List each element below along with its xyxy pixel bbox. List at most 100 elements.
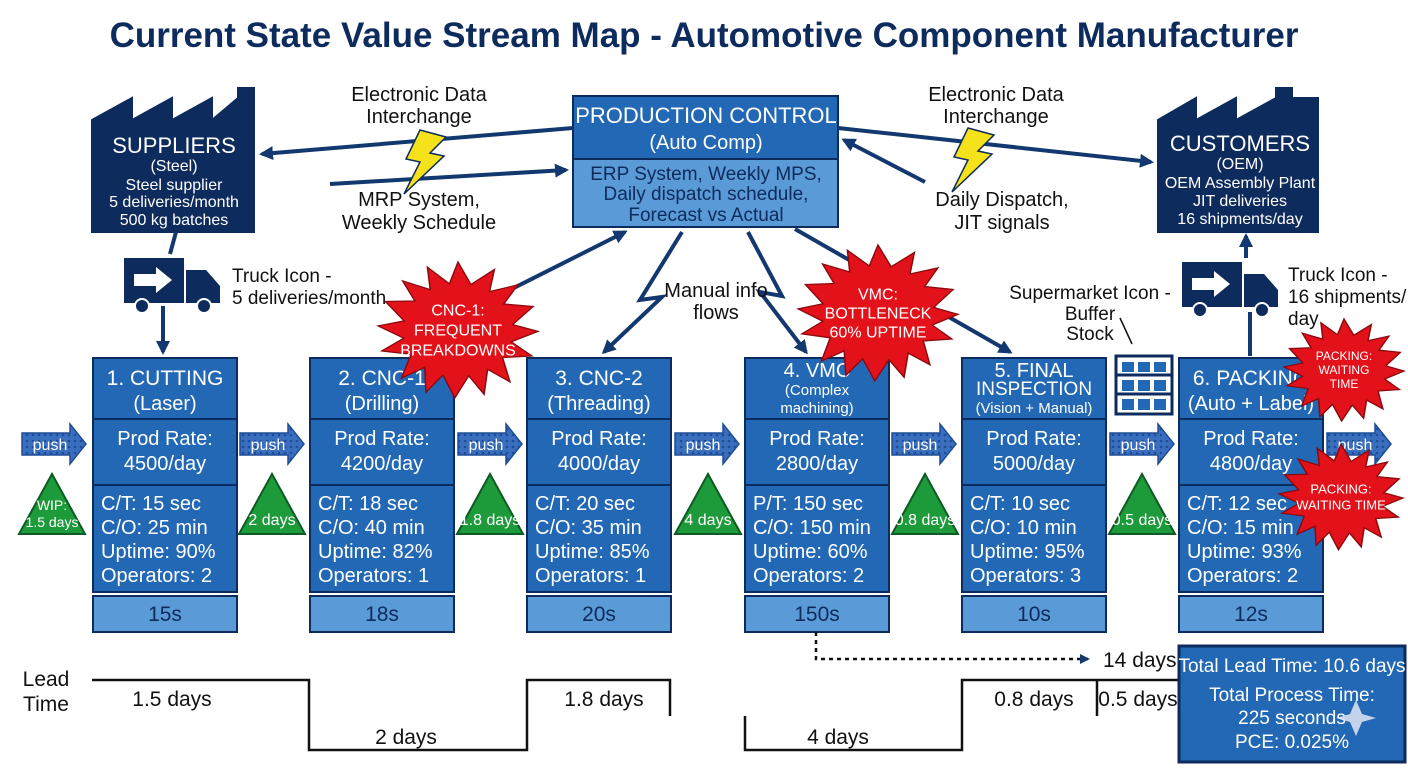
pce-value: PCE: 0.025% [1235, 732, 1349, 753]
timeline-wait: 1.8 days [564, 688, 643, 711]
process-box: 6. PACKING(Auto + Label)Prod Rate:4800/d… [1178, 357, 1324, 633]
suppliers-factory: SUPPLIERS (Steel) Steel supplier 5 deliv… [91, 87, 255, 233]
process-stat: C/O: 40 min [318, 517, 425, 539]
customers-factory: CUSTOMERS (OEM) OEM Assembly Plant JIT d… [1157, 87, 1319, 233]
arrow-right-icon [1192, 271, 1230, 297]
timeline-wait: 2 days [375, 726, 437, 749]
push-label: push [469, 437, 504, 454]
triangle-icon [455, 471, 525, 535]
process-title: 5. FINAL [995, 360, 1074, 382]
inventory-triangle: 1.8 days [455, 471, 525, 535]
total-wait: 14 days [1103, 649, 1177, 672]
push-arrow: push [239, 421, 305, 467]
process-stat: Uptime: 95% [970, 541, 1085, 563]
timeline-wait: 4 days [807, 726, 869, 749]
inventory-label: 0.5 days [1112, 512, 1172, 529]
process-title: 3. CNC-2 [555, 367, 643, 390]
push-arrow-shape [674, 421, 740, 467]
process-time: 150s [794, 603, 840, 626]
customers-line: JIT deliveries [1193, 193, 1287, 210]
info-labels: Electronic Data Interchange MRP System, … [342, 84, 1069, 324]
customers-title: CUSTOMERS [1170, 131, 1310, 156]
suppliers-line: 5 deliveries/month [109, 194, 239, 211]
wheel [1192, 302, 1208, 318]
burst-label: PACKING: [1310, 482, 1371, 497]
callout-line [1119, 317, 1133, 345]
inventory-triangle: 2 days [237, 471, 307, 535]
prod-rate-label: Prod Rate: [986, 428, 1082, 450]
total-process-time: 225 seconds [1238, 708, 1346, 729]
process-rate-cell [961, 418, 1107, 486]
burst-label: BREAKDOWNS [400, 343, 516, 360]
burst-shape [1282, 317, 1406, 423]
truck-right-label: day [1288, 309, 1319, 330]
process-header [961, 357, 1107, 420]
process-stat: Operators: 2 [753, 565, 864, 587]
supermarket-label: Supermarket Icon - [1009, 283, 1171, 304]
process-rate-cell [92, 418, 238, 486]
burst-shape [796, 243, 960, 383]
edi-right-label: Interchange [943, 106, 1049, 128]
timeline: Lead Time 1.5 days 2 days 1.8 days 4 day… [23, 632, 1178, 752]
process-time-cell [309, 595, 455, 633]
production-control-body [572, 158, 839, 228]
information-flows [156, 126, 1253, 356]
push-label: push [1121, 437, 1156, 454]
process-stat: C/T: 12 sec [1187, 493, 1287, 515]
dispatch-arrow-to-pc [841, 138, 926, 184]
lightning-bolt-icon [951, 127, 996, 193]
suppliers-subtitle: (Steel) [150, 158, 197, 175]
suppliers-line: 500 kg batches [120, 212, 229, 229]
process-title: (Laser) [133, 393, 196, 415]
prod-rate-label: Prod Rate: [551, 428, 647, 450]
process-title: INSPECTION [976, 379, 1092, 400]
burst-label: PACKING: [1316, 349, 1372, 363]
production-control-line: ERP System, Weekly MPS, [590, 164, 822, 185]
summary-box: Total Lead Time: 10.6 days Total Process… [1177, 644, 1407, 764]
inventory-triangle: WIP:1.5 days [17, 471, 87, 535]
inventory-label: 1.8 days [460, 512, 520, 529]
truck-icon-left [124, 258, 220, 314]
production-control-line: Daily dispatch schedule, [604, 184, 809, 205]
push-arrow: push [1109, 421, 1175, 467]
process-stat: C/O: 150 min [753, 517, 871, 539]
push-label: push [251, 437, 286, 454]
wheel [134, 298, 150, 314]
process-time: 10s [1017, 603, 1051, 626]
process-time: 20s [582, 603, 616, 626]
process-header [526, 357, 672, 420]
process-time: 15s [148, 603, 182, 626]
process-stat: Uptime: 90% [101, 541, 216, 563]
timeline-ladder [743, 678, 1178, 752]
dispatch-label: Daily Dispatch, [935, 189, 1068, 211]
process-stat: C/T: 20 sec [535, 493, 635, 515]
customers-line: OEM Assembly Plant [1165, 175, 1316, 192]
truck-cab [1244, 274, 1278, 307]
arrow-right-icon [134, 267, 172, 293]
wheel [1254, 302, 1270, 318]
inventory-label: 4 days [684, 512, 731, 529]
process-stat: Operators: 2 [101, 565, 212, 587]
triangle-icon [673, 471, 743, 535]
process-stat: C/O: 25 min [101, 517, 208, 539]
push-arrow: push [21, 421, 87, 467]
production-control-header [572, 95, 839, 160]
dispatch-label: JIT signals [954, 212, 1049, 234]
process-time-cell [961, 595, 1107, 633]
process-stat: P/T: 150 sec [753, 493, 863, 515]
production-control-line: Forecast vs Actual [628, 205, 783, 226]
supermarket-icon [1114, 317, 1174, 416]
triangle-icon [237, 471, 307, 535]
process-boxes: 1. CUTTING(Laser)Prod Rate:4500/dayC/T: … [92, 357, 1324, 633]
burst-label: TIME [1330, 377, 1359, 391]
process-time-cell [744, 595, 890, 633]
process-time-cell [1178, 595, 1324, 633]
process-box: 1. CUTTING(Laser)Prod Rate:4500/dayC/T: … [92, 357, 238, 633]
manual-info-label: flows [693, 302, 739, 324]
